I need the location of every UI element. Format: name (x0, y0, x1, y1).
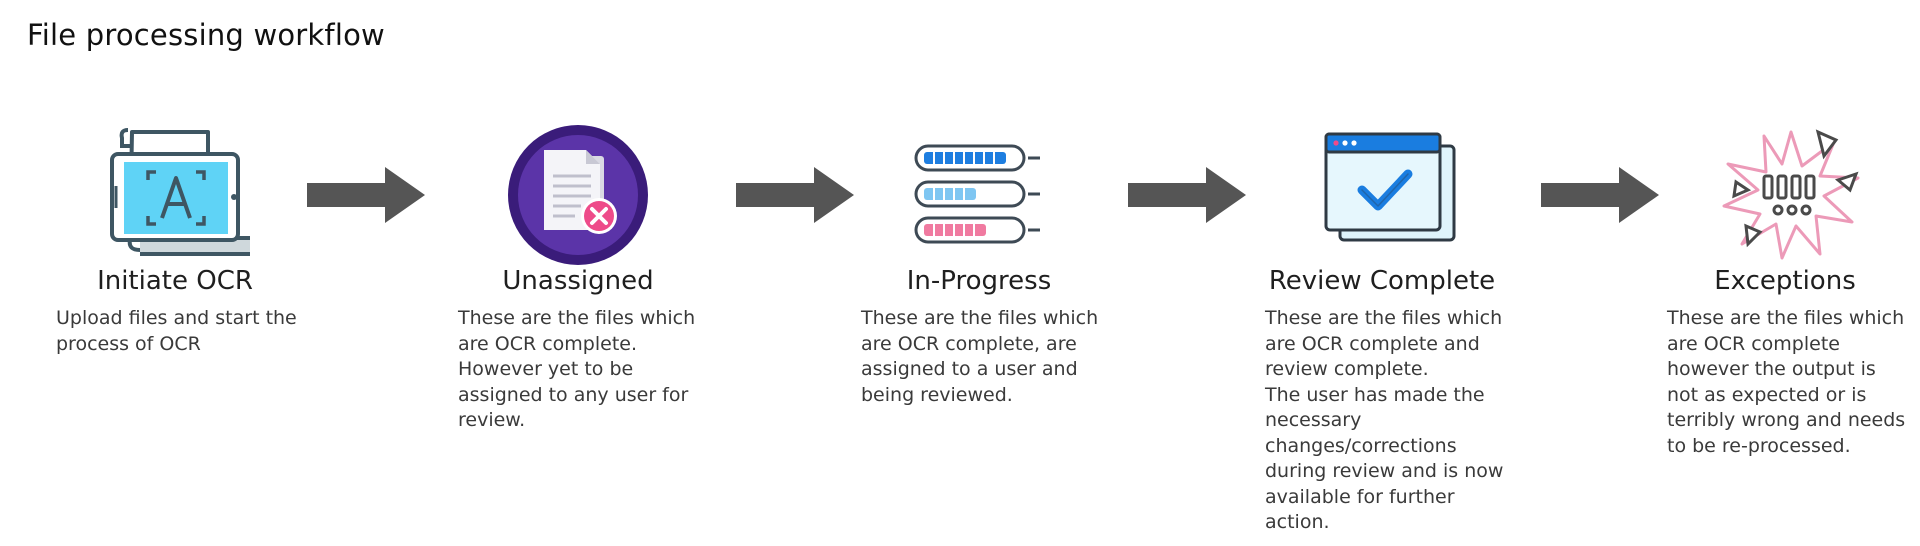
step-title: Exceptions (1714, 266, 1856, 296)
progress-bars-icon (910, 120, 1060, 270)
flow-arrow-icon (736, 167, 856, 223)
explosion-error-icon (1716, 120, 1866, 270)
page-title: File processing workflow (27, 18, 385, 52)
flow-arrow-icon (1541, 167, 1661, 223)
step-title: In-Progress (906, 266, 1052, 296)
flow-arrow-icon (1128, 167, 1248, 223)
step-description: These are the files which are OCR comple… (1265, 307, 1504, 533)
step-title: Unassigned (502, 266, 654, 296)
step-description: Upload files and start the process of OC… (56, 307, 297, 355)
step-description: These are the files which are OCR comple… (458, 307, 696, 431)
ocr-scan-icon (100, 120, 263, 270)
step-description: These are the files which are OCR comple… (1667, 307, 1906, 457)
step-title: Review Complete (1268, 266, 1496, 296)
document-remove-icon (503, 120, 653, 270)
step-title: Initiate OCR (97, 266, 253, 296)
flow-arrow-icon (307, 167, 427, 223)
window-check-icon (1316, 120, 1466, 270)
step-description: These are the files which are OCR comple… (861, 307, 1099, 406)
